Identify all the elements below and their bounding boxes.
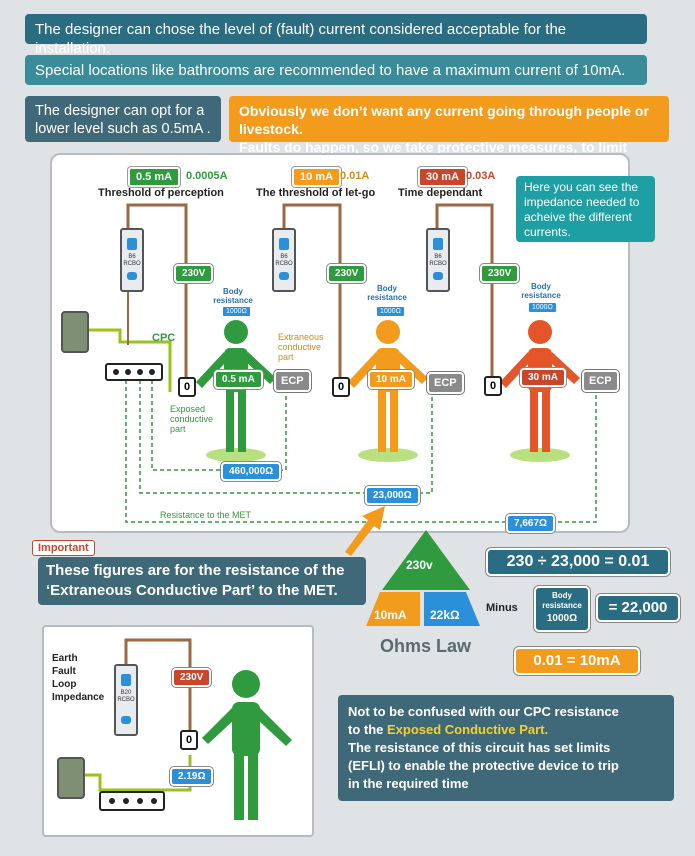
rcbo-3: B6 RCBO	[426, 228, 450, 292]
note-line5: in the required time	[348, 776, 469, 791]
ecp-1: ECP	[274, 370, 311, 392]
banner-text: Special locations like bathrooms are rec…	[35, 62, 626, 79]
current-10ma: 10 mA	[368, 370, 415, 389]
title-time-dependant: Time dependant	[398, 187, 483, 199]
current-30ma: 30 mA	[520, 368, 567, 387]
important-line2: ‘Extraneous Conductive Part’ to the MET.	[46, 582, 338, 599]
banner-lower-level: The designer can opt for a lower level s…	[25, 96, 221, 142]
note-line1: Not to be confused with our CPC resistan…	[348, 704, 619, 719]
extraneous-label: Extraneous conductive part	[278, 332, 324, 362]
rcbo-1: B6 RCBO	[120, 228, 144, 292]
title-perception: Threshold of perception	[98, 187, 224, 199]
equation-10ma: 0.01 = 10mA	[514, 647, 640, 675]
voltage-1: 230V	[174, 264, 214, 283]
efli-label-l4: Impedance	[52, 692, 105, 703]
efli-label-l2: Fault	[52, 666, 76, 677]
voltage-3: 230V	[480, 264, 520, 283]
rcbo-label: B6 RCBO	[275, 254, 293, 267]
note-line2: to the Exposed Conductive Part.	[348, 721, 664, 739]
note-line2-pre: to the	[348, 722, 387, 737]
ohms-i: 10mA	[374, 608, 407, 622]
current-0-5ma: 0.5 mA	[214, 370, 263, 389]
efli-socket-zero: 0	[180, 730, 198, 750]
note-highlight: Exposed Conductive Part.	[387, 722, 549, 737]
body-ohm-2: 1000Ω	[376, 306, 405, 317]
efli-voltage: 230V	[172, 668, 212, 687]
efli-resistance: 2.19Ω	[170, 767, 214, 786]
socket-zero-1: 0	[178, 377, 196, 397]
rcbo-efli-label: B20 RCBO	[117, 690, 135, 703]
note-line4: (EFLI) to enable the protective device t…	[348, 758, 619, 773]
exposed-label: Exposed conductive part	[170, 404, 214, 434]
body-resistance-box: Body resistance 1000Ω	[534, 586, 590, 632]
equation-22000: = 22,000	[596, 594, 680, 622]
banner-protective-measures: Obviously we don’t want any current goin…	[229, 96, 669, 173]
resistance-7667: 7,667Ω	[506, 514, 556, 533]
efli-label-l1: Earth	[52, 653, 78, 664]
tag-0-5ma: 0.5 mA	[128, 167, 181, 187]
important-tag: Important	[32, 540, 95, 556]
resistance-23k: 23,000Ω	[365, 486, 420, 505]
ecp-3: ECP	[582, 370, 619, 392]
body-ohm-3: 1000Ω	[528, 302, 557, 313]
tag-30ma: 30 mA	[418, 167, 468, 187]
amps-0-5ma: 0.0005A	[186, 170, 228, 182]
info-impedance-box: Here you can see the impedance needed to…	[516, 176, 655, 242]
ohms-r: 22kΩ	[430, 608, 460, 622]
minus-label: Minus	[486, 602, 518, 614]
met-label: Resistance to the MET	[160, 510, 252, 520]
important-note: These figures are for the resistance of …	[38, 557, 366, 605]
banner-designer-choice: The designer can chose the level of (fau…	[25, 14, 647, 57]
banner-text: The designer can opt for a lower level s…	[35, 103, 211, 137]
rcbo-2: B6 RCBO	[272, 228, 296, 292]
socket-zero-3: 0	[484, 376, 502, 396]
body-resistance-box-value: 1000Ω	[546, 613, 578, 624]
important-line1: These figures are for the resistance of …	[46, 562, 345, 579]
body-resistance-1: Body resistance	[213, 287, 253, 305]
amps-10ma: 0.01A	[340, 170, 370, 182]
tag-10ma: 10 mA	[292, 167, 342, 187]
banner-text: The designer can chose the level of (fau…	[35, 21, 567, 57]
cpc-label: CPC	[152, 332, 176, 344]
efli-label-l3: Loop	[52, 679, 77, 690]
banner-special-locations: Special locations like bathrooms are rec…	[25, 55, 647, 85]
efli-panel	[42, 625, 314, 837]
cpc-note: Not to be confused with our CPC resistan…	[338, 695, 674, 801]
efli-label: Earth Fault Loop Impedance	[52, 652, 104, 704]
amps-30ma: 0.03A	[466, 170, 496, 182]
title-let-go: The threshold of let-go	[256, 187, 376, 199]
rcbo-efli: B20 RCBO	[114, 664, 138, 736]
banner-text-line1: Obviously we don’t want any current goin…	[239, 103, 649, 137]
body-resistance-2: Body resistance	[367, 284, 407, 302]
rcbo-label: B6 RCBO	[123, 254, 141, 267]
equation-230-divide: 230 ÷ 23,000 = 0.01	[486, 548, 670, 576]
socket-zero-2: 0	[332, 377, 350, 397]
body-ohm-1: 1000Ω	[222, 306, 251, 317]
voltage-2: 230V	[327, 264, 367, 283]
ohms-v: 230v	[406, 558, 433, 572]
rcbo-label: B6 RCBO	[429, 254, 447, 267]
ohms-title: Ohms Law	[380, 636, 472, 656]
resistance-460k: 460,000Ω	[221, 462, 282, 481]
body-resistance-3: Body resistance	[521, 282, 561, 300]
ecp-2: ECP	[427, 372, 464, 394]
body-resistance-box-label: Body resistance	[542, 591, 582, 610]
note-line3: The resistance of this circuit has set l…	[348, 740, 611, 755]
